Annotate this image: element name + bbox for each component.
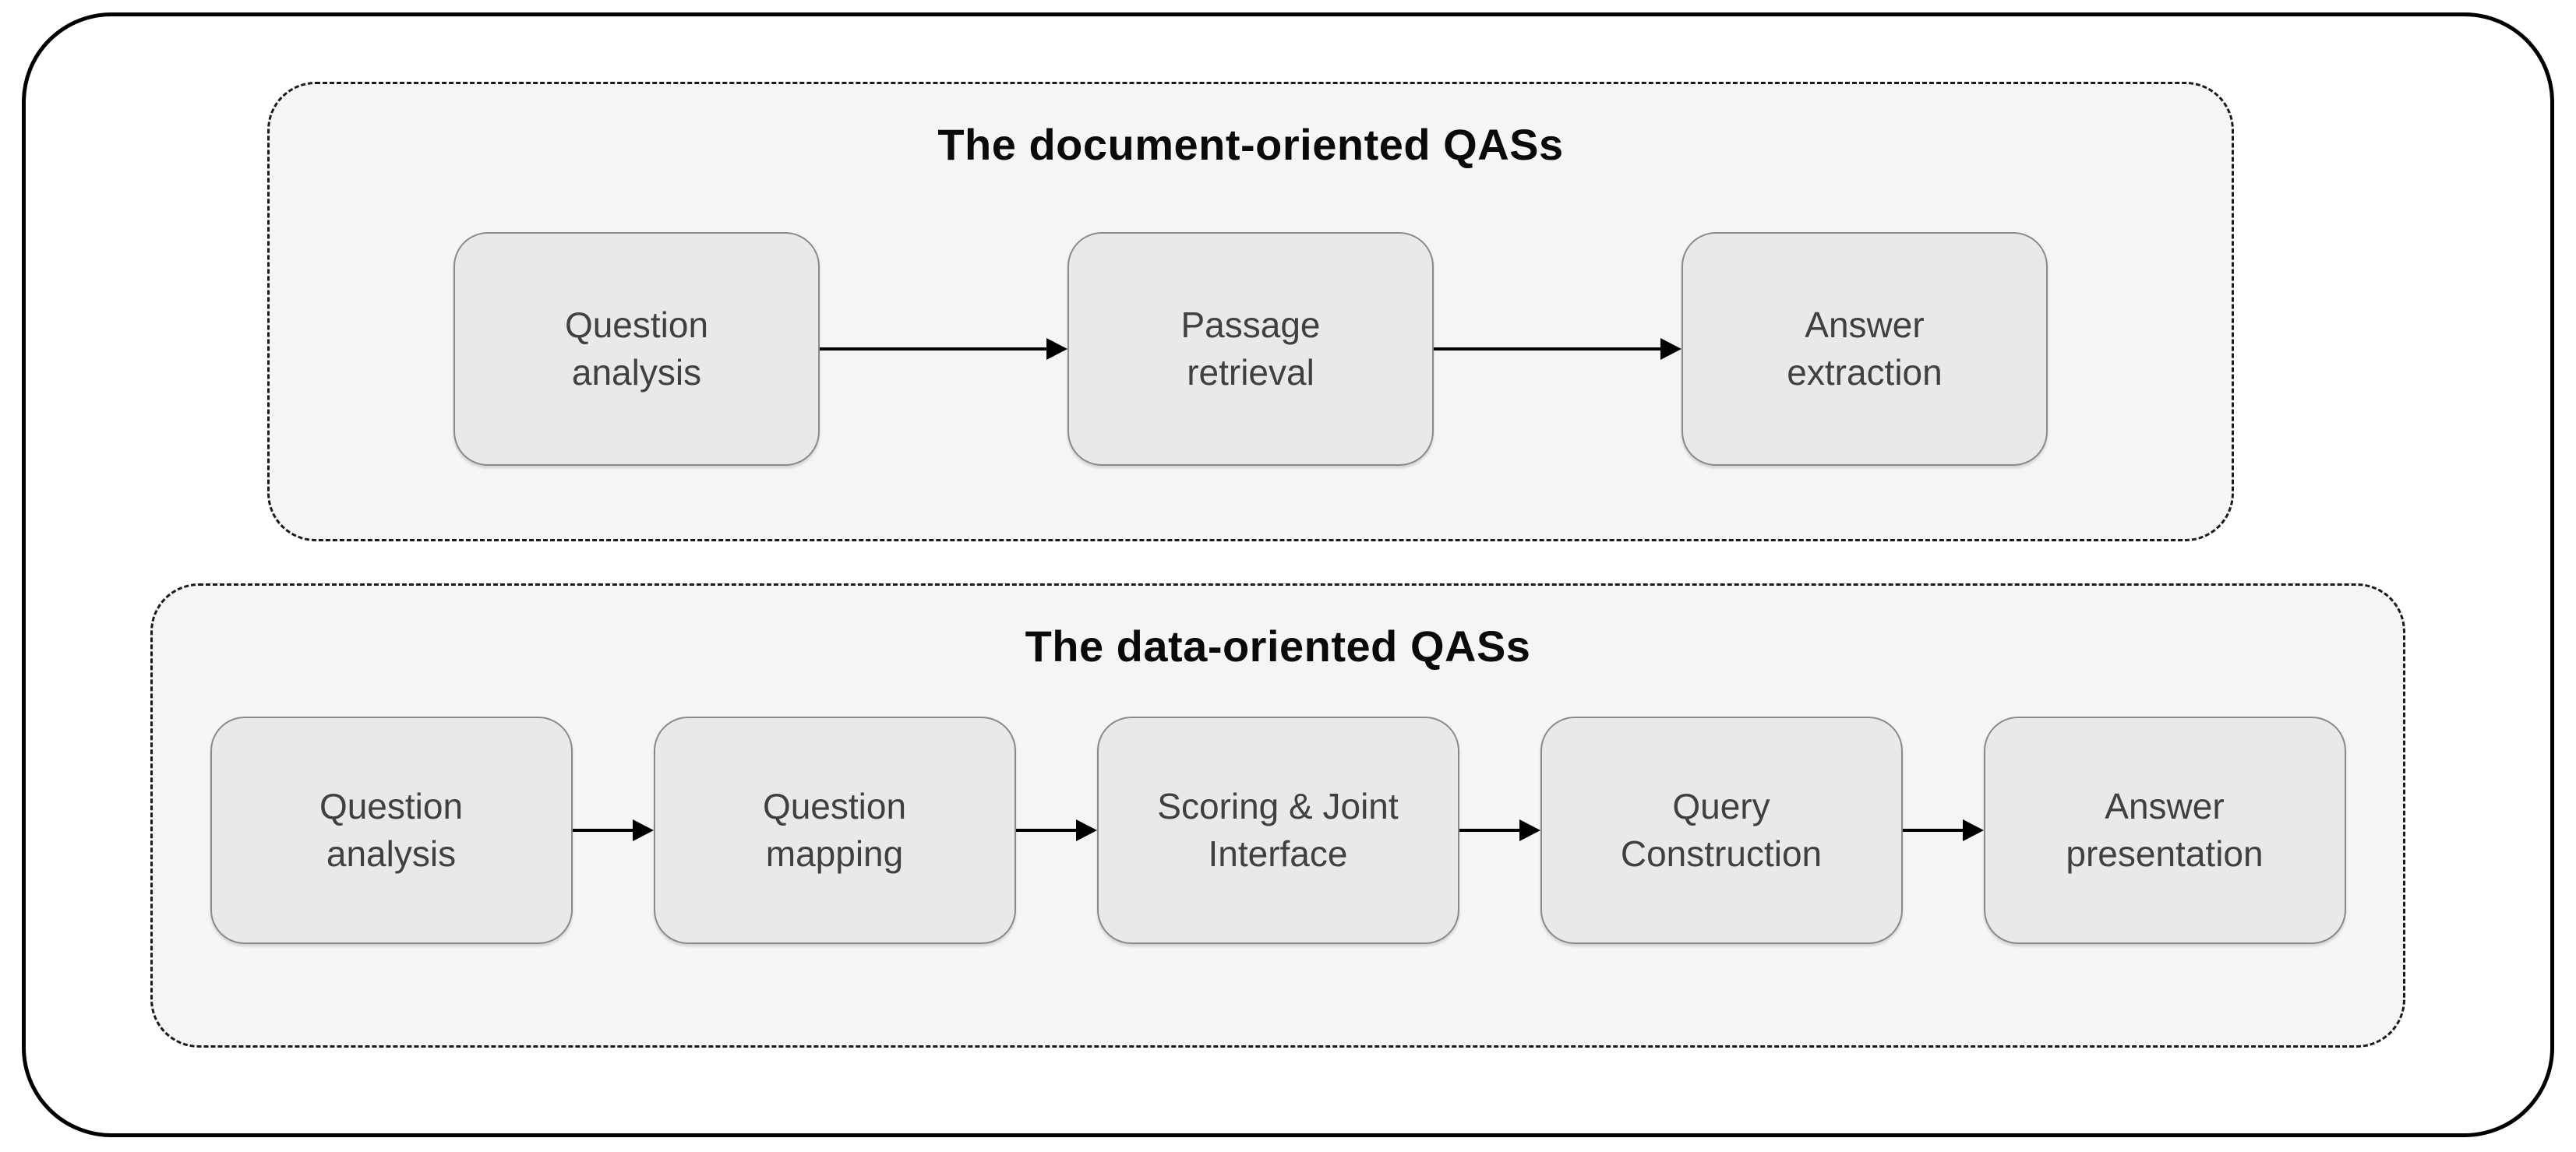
arrowhead-icon <box>1962 819 1984 842</box>
node-label: Question analysis <box>564 304 709 393</box>
arrowhead-icon <box>1075 819 1097 842</box>
arrowhead-icon <box>1519 819 1540 842</box>
arrowhead-icon <box>1046 338 1067 361</box>
document-oriented-group-title: The document-oriented QASs <box>937 120 1564 169</box>
data-oriented-flow-row: Question analysis Question mapping Scori… <box>210 717 2346 945</box>
flow-arrow <box>1015 819 1097 842</box>
flow-arrow <box>1434 337 1681 361</box>
node-question-analysis-data: Question analysis <box>210 717 573 945</box>
node-label: Answer extraction <box>1787 304 1943 393</box>
node-answer-extraction: Answer extraction <box>1681 232 2048 467</box>
node-label: Answer presentation <box>2066 785 2264 875</box>
node-question-mapping: Question mapping <box>653 717 1016 945</box>
arrow-shaft <box>1459 829 1519 833</box>
node-question-analysis-doc: Question analysis <box>453 232 820 467</box>
flow-arrow <box>572 819 654 842</box>
node-scoring-joint-interface: Scoring & Joint Interface <box>1096 717 1459 945</box>
node-passage-retrieval: Passage retrieval <box>1067 232 1434 467</box>
node-label: Question analysis <box>319 785 464 875</box>
arrow-shaft <box>1434 347 1660 351</box>
flow-arrow <box>1459 819 1540 842</box>
node-answer-presentation: Answer presentation <box>1983 717 2346 945</box>
node-label: Query Construction <box>1620 785 1823 875</box>
node-label: Question mapping <box>762 785 907 875</box>
arrowhead-icon <box>632 819 654 842</box>
arrow-shaft <box>1015 829 1076 833</box>
arrowhead-icon <box>1660 338 1681 361</box>
node-query-construction: Query Construction <box>1540 717 1903 945</box>
node-label: Scoring & Joint Interface <box>1157 785 1399 875</box>
arrow-shaft <box>1902 829 1963 833</box>
data-oriented-group: The data-oriented QASs Question analysis… <box>150 583 2405 1048</box>
data-oriented-group-title: The data-oriented QASs <box>1025 622 1531 671</box>
flow-arrow <box>1902 819 1984 842</box>
arrow-shaft <box>820 347 1046 351</box>
outer-frame: The document-oriented QASs Question anal… <box>22 12 2554 1137</box>
document-oriented-flow-row: Question analysis Passage retrieval Answ… <box>453 232 2048 467</box>
arrow-shaft <box>572 829 633 833</box>
document-oriented-group: The document-oriented QASs Question anal… <box>267 82 2234 541</box>
node-label: Passage retrieval <box>1180 304 1321 393</box>
flow-arrow <box>820 337 1067 361</box>
